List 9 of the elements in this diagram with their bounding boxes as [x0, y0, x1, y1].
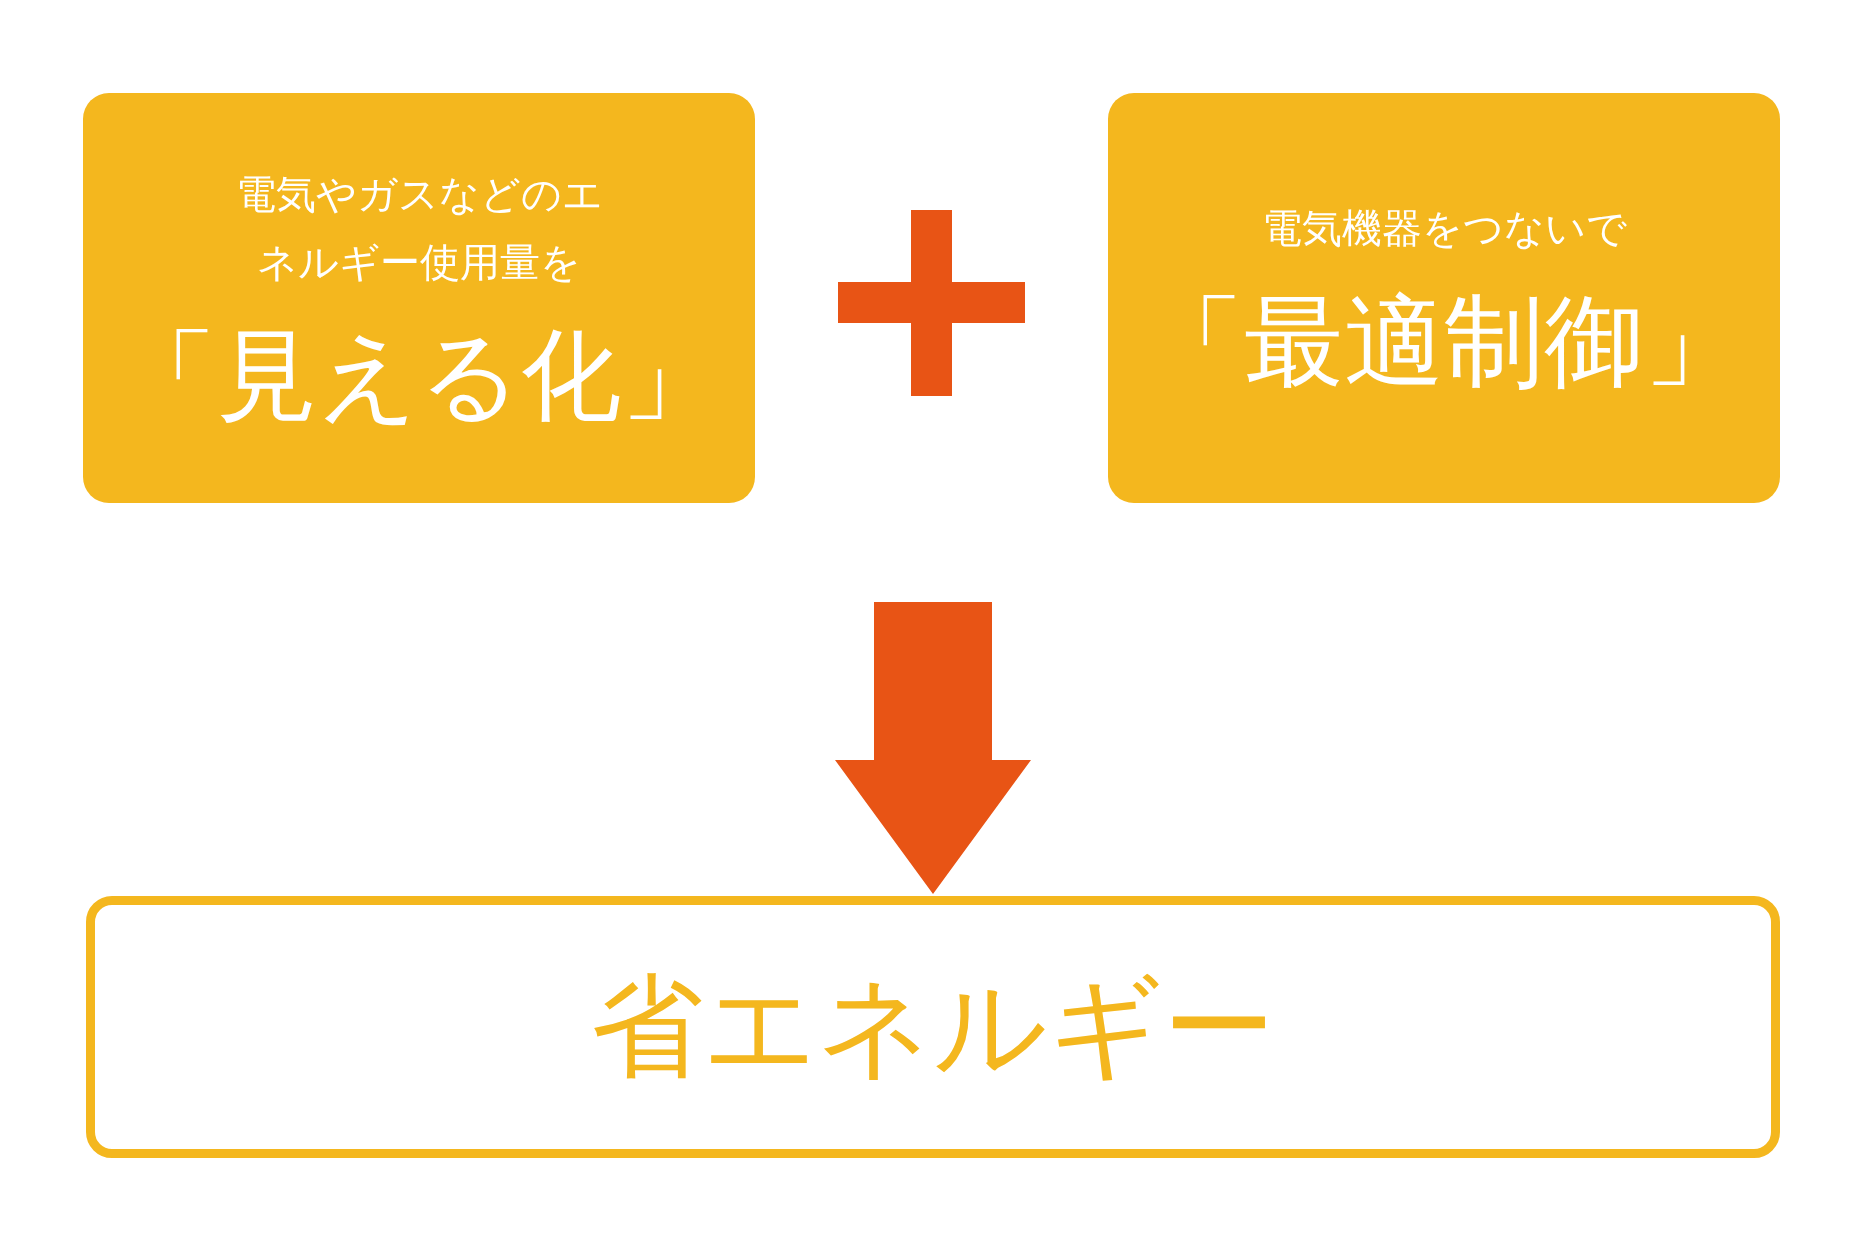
outlined-box — [86, 896, 1780, 1158]
heading-text: 「最適制御」 — [1144, 282, 1744, 402]
rounded-box — [1108, 93, 1780, 503]
rounded-box — [83, 93, 755, 503]
description-text: 電気やガスなどのエネルギー使用量を — [234, 170, 604, 287]
heading-text: 省エネルギー — [591, 959, 1275, 1093]
heading-text: 「見える化」 — [117, 316, 721, 436]
description-text: 電気機器をつないで — [1260, 204, 1628, 253]
arrow — [835, 602, 1031, 894]
